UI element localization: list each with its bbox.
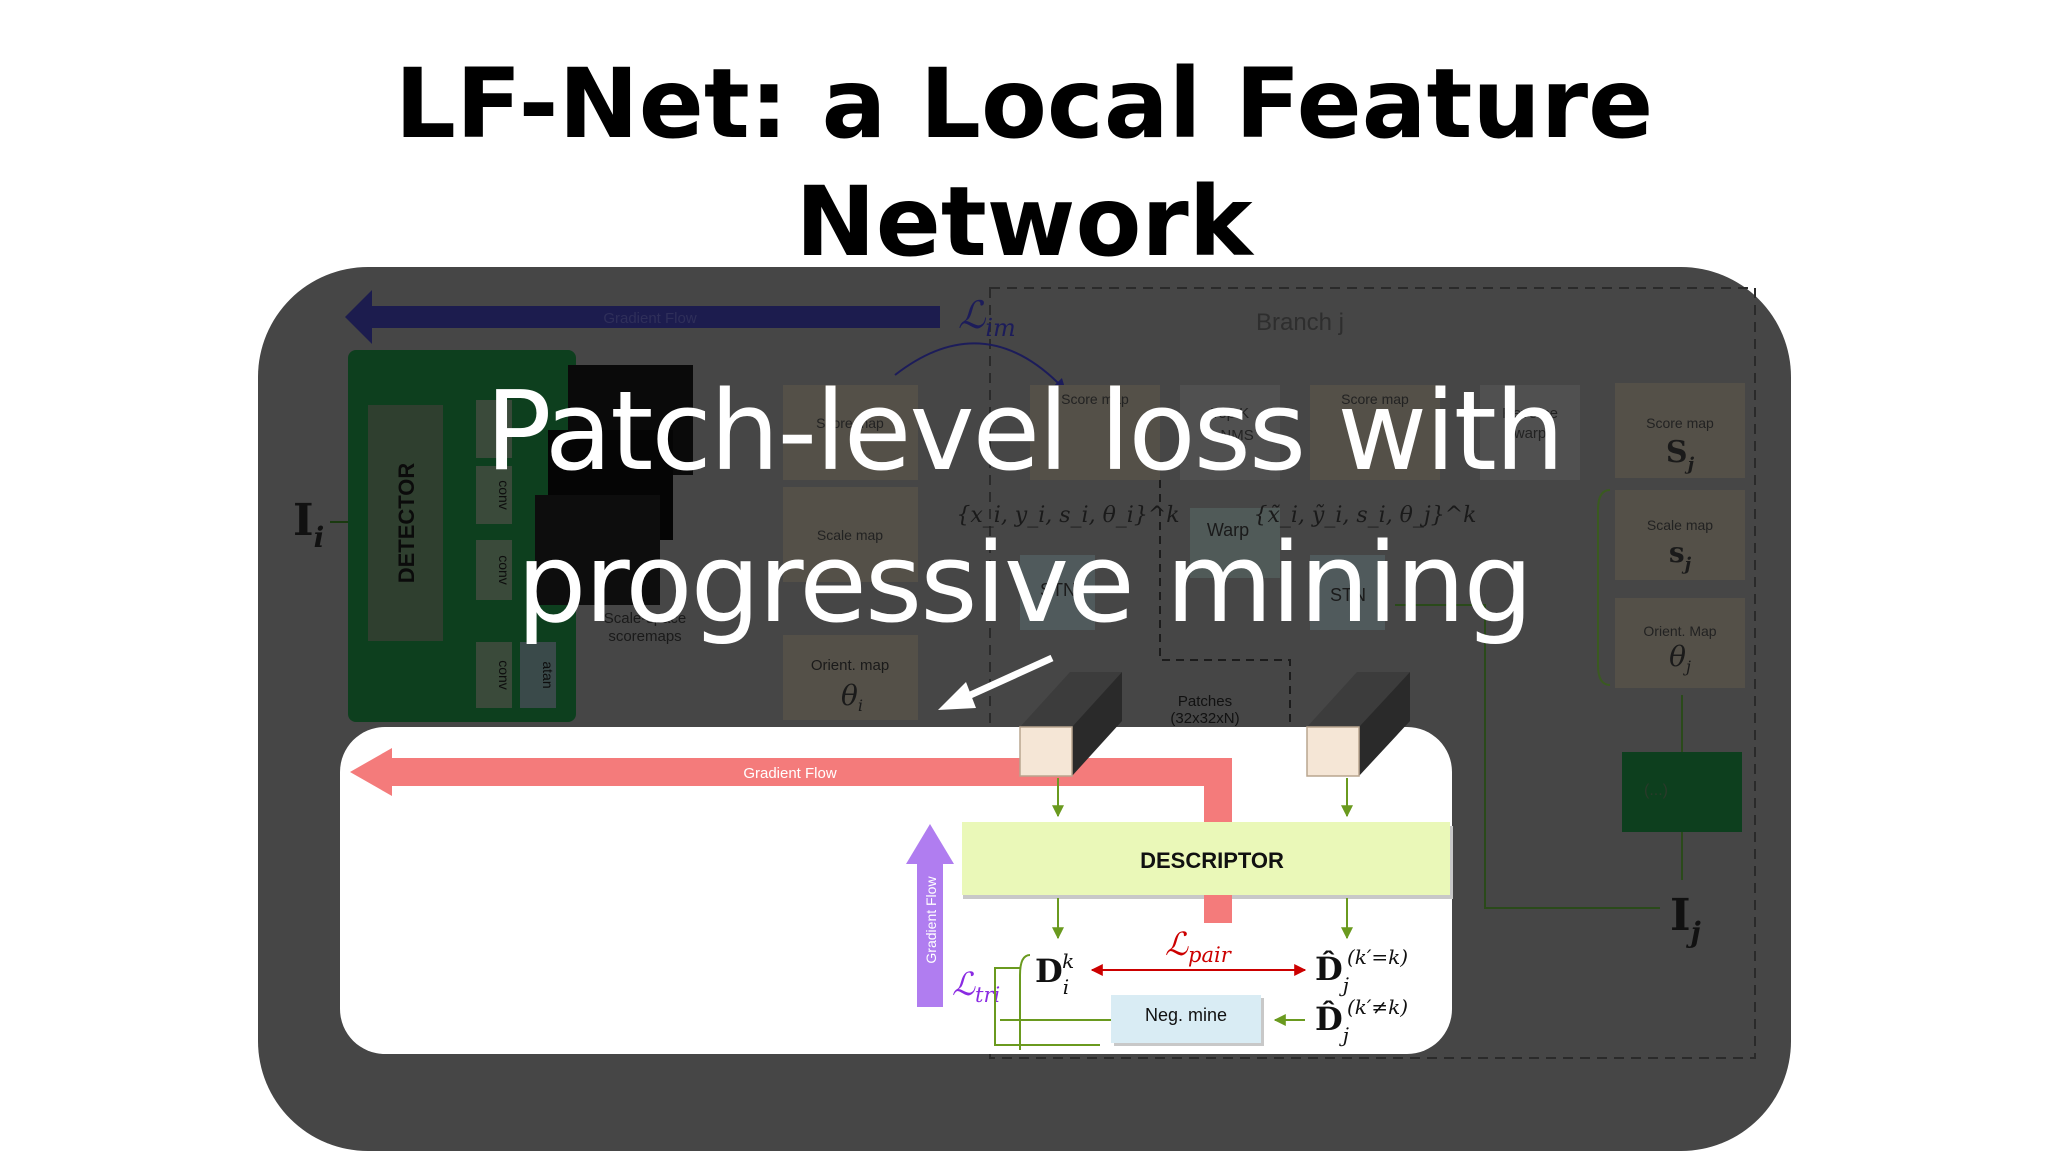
theta-j-symbol: θj <box>1669 640 1691 676</box>
score-map-j-hat-box <box>1310 385 1440 480</box>
conv-block-4-label: conv <box>496 660 512 690</box>
orient-map-j-box <box>1615 598 1745 688</box>
top-k-label: Top K <box>1211 405 1249 422</box>
scale-map-j-box <box>1615 490 1745 580</box>
score-map-hat-box <box>1030 385 1160 480</box>
loss-pair-label: ℒpair <box>1165 925 1233 967</box>
conv-block-4 <box>476 642 512 708</box>
scale-map-i-label: Scale map <box>817 527 883 543</box>
gradient-flow-vertical-bar <box>917 862 943 1007</box>
reverse-warp-label: warp <box>1513 425 1547 442</box>
gradient-flow-vertical-arrowhead <box>906 824 954 864</box>
overlay-caption-line-1: Patch-level loss with <box>485 367 1564 495</box>
patches-size-label: (32x32xN) <box>1170 710 1239 727</box>
input-i-label: Ii <box>293 495 324 554</box>
patches-label: Patches <box>1178 693 1232 710</box>
branch-j-box <box>989 287 1756 1059</box>
loss-im-arc <box>894 342 1066 391</box>
top-k-box <box>1180 385 1280 480</box>
gradient-flow-top-bar <box>370 306 940 328</box>
neg-mine-label: Neg. mine <box>1145 1005 1227 1025</box>
conv-blocks: conv conv conv conv atan <box>476 400 556 708</box>
theta-i-symbol: θi <box>841 679 863 715</box>
gradient-flow-bottom-arrowhead <box>350 748 392 796</box>
gradient-flow-top-label: Gradient Flow <box>603 310 697 327</box>
conv-block-2-label: conv <box>496 480 512 510</box>
tri-bracket-path <box>994 967 1100 1046</box>
score-map-j-hat-label: Score map <box>1341 391 1409 407</box>
reverse-label: Reverse <box>1502 405 1558 422</box>
ellipsis-box <box>1622 752 1742 832</box>
atan-block-label: atan <box>540 661 556 688</box>
loss-im-label: ℒim <box>958 293 1016 342</box>
slide-title-line-1: LF-Net: a Local Feature <box>394 48 1654 160</box>
orient-map-i-box <box>783 635 918 720</box>
score-map-i-label: Score map <box>816 415 884 431</box>
slide-title: LF-Net: a Local Feature Network <box>0 45 2048 281</box>
gradient-flow-descriptor-stub <box>1204 895 1232 923</box>
scale-space-label: Scale-space <box>604 610 687 627</box>
stn-i-box <box>1020 555 1095 630</box>
descriptor-box <box>962 822 1450 895</box>
branch-j-label: Branch j <box>1256 309 1344 336</box>
detector-core <box>368 405 443 641</box>
stn-i-label: STN <box>1040 580 1076 600</box>
patch-cube-i <box>1019 672 1122 777</box>
keypoints-j-label: {x̃_i, ỹ_i, s_i, θ_j}^k <box>1253 503 1476 528</box>
neg-mine-feedback-path <box>1000 954 1111 1050</box>
conv-block-2 <box>476 466 512 524</box>
score-map-j-box <box>1615 383 1745 478</box>
scale-map-i-box <box>783 487 918 582</box>
d-i-label: Dik <box>1035 949 1074 999</box>
conv-block-3-label: conv <box>496 555 512 585</box>
slide-title-line-2: Network <box>795 166 1253 278</box>
detector-label: DETECTOR <box>394 463 419 584</box>
pointer-arrow <box>953 654 1054 706</box>
warp-label: Warp <box>1207 520 1249 540</box>
d-j-negative-label: D̂j(k′≠k) <box>1315 995 1408 1047</box>
conv-block-3 <box>476 540 512 600</box>
gradient-flow-bottom-label: Gradient Flow <box>743 765 837 782</box>
atan-block <box>520 642 556 708</box>
score-map-hat-label: Score map <box>1061 391 1129 407</box>
patch-cube-j <box>1306 672 1410 777</box>
scale-map-j-label: Scale map <box>1647 517 1713 533</box>
overlay-caption-line-2: progressive mining <box>516 519 1534 647</box>
score-map-j-label: Score map <box>1646 415 1714 431</box>
right-bracket <box>1597 489 1611 686</box>
d-j-positive-label: D̂j(k′=k) <box>1315 945 1408 997</box>
score-map-i-box <box>783 385 918 480</box>
loss-tri-label: ℒtri <box>952 965 1000 1007</box>
gradient-flow-top-arrowhead <box>345 290 372 344</box>
gradient-flow-vertical-label: Gradient Flow <box>923 876 939 964</box>
scoremaps-label: scoremaps <box>608 628 681 645</box>
stn-j-box <box>1310 555 1385 630</box>
conv-block-1 <box>476 400 512 458</box>
orient-map-i-label: Orient. map <box>811 657 889 674</box>
conv-block-1-label: conv <box>496 414 512 444</box>
warp-box <box>1190 508 1280 578</box>
neg-mine-box <box>1111 995 1261 1043</box>
ellipsis-label: (...) <box>1644 782 1668 799</box>
keypoints-i-label: {x_i, y_i, s_i, θ_i}^k <box>956 503 1179 528</box>
stn-j-label: STN <box>1330 585 1366 605</box>
ij-feed-line <box>1395 604 1660 909</box>
pointer-arrowhead <box>938 682 976 710</box>
nms-label: & NMS <box>1206 427 1254 444</box>
overlay-caption: Patch-level loss with progressive mining <box>0 355 2048 659</box>
orient-map-j-label: Orient. Map <box>1643 623 1716 639</box>
reverse-warp-box <box>1480 385 1580 480</box>
input-j-label: Ij <box>1670 890 1701 949</box>
scoremap-image-front <box>535 495 660 605</box>
descriptor-label: DESCRIPTOR <box>1140 848 1284 873</box>
